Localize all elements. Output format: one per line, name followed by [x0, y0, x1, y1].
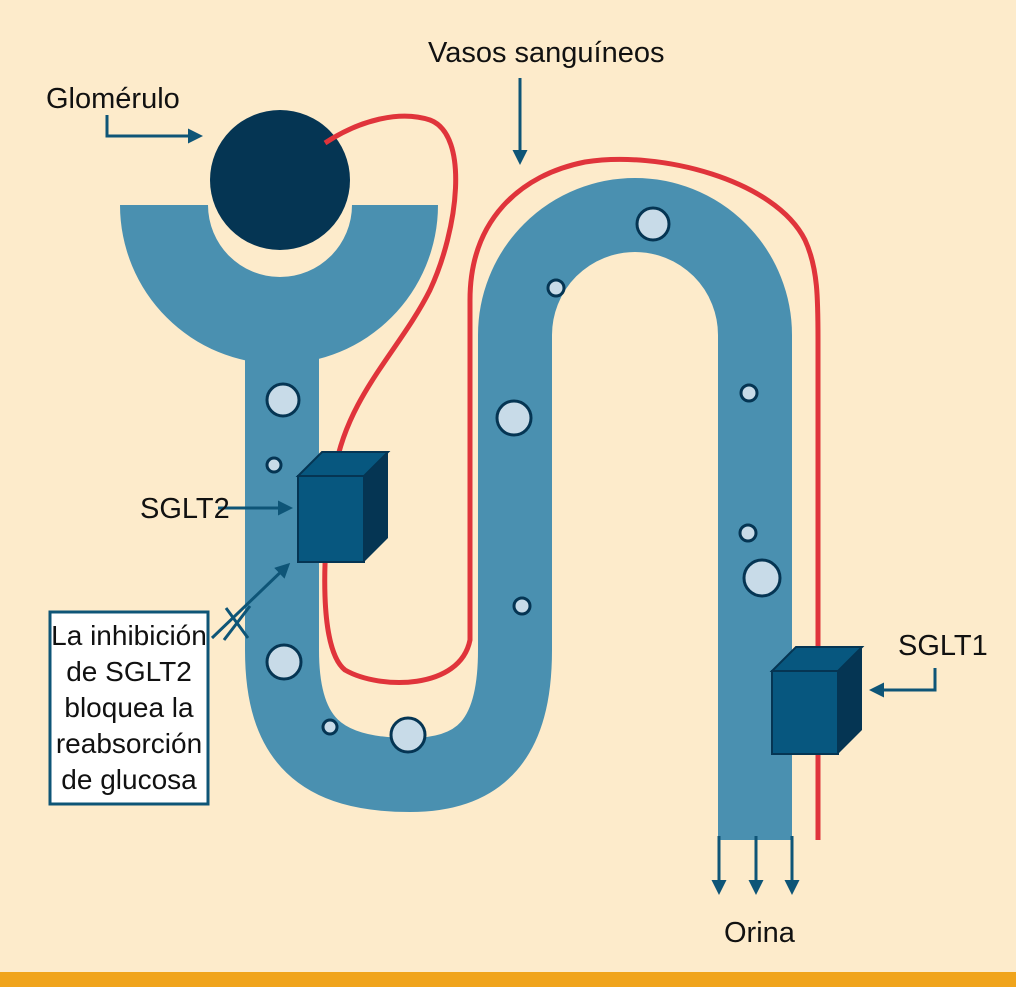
note-box — [48, 610, 210, 806]
bottom-bar — [0, 972, 1016, 987]
glomerulus-arrow — [105, 115, 203, 144]
renal-tubule — [245, 178, 792, 840]
note-line: reabsorción — [56, 728, 202, 759]
glucose-molecule — [739, 383, 759, 403]
glomerulus-label: Glomérulo — [46, 83, 180, 115]
sglt1-transporter — [769, 646, 865, 755]
sglt2-label: SGLT2 — [140, 493, 230, 525]
glucose-molecules — [265, 206, 782, 754]
glomerulus — [210, 110, 350, 250]
glucose-molecule — [742, 558, 782, 598]
inhibition-arrow — [210, 562, 291, 640]
glucose-molecule — [546, 278, 566, 298]
note-line: de SGLT2 — [66, 656, 192, 687]
glucose-molecule — [389, 716, 427, 754]
urine-label: Orina — [724, 917, 796, 949]
glucose-molecule — [265, 382, 301, 418]
vessels-label: Vasos sanguíneos — [428, 37, 664, 69]
sglt1-label: SGLT1 — [898, 630, 988, 662]
note-line: La inhibición — [51, 620, 207, 651]
sglt1-arrow — [869, 668, 937, 698]
glucose-molecule — [738, 523, 758, 543]
glucose-molecule — [321, 718, 339, 736]
glucose-molecule — [635, 206, 671, 242]
sglt2-transporter — [295, 451, 391, 563]
block-mark-icon — [222, 605, 252, 641]
glucose-molecule — [265, 643, 303, 681]
glucose-molecule — [512, 596, 532, 616]
note-line: bloquea la — [64, 692, 194, 723]
glucose-molecule — [265, 456, 283, 474]
glucose-molecule — [495, 399, 533, 437]
bowman-capsule — [120, 205, 438, 364]
blood-vessel — [322, 113, 821, 840]
note-line: de glucosa — [61, 764, 197, 795]
